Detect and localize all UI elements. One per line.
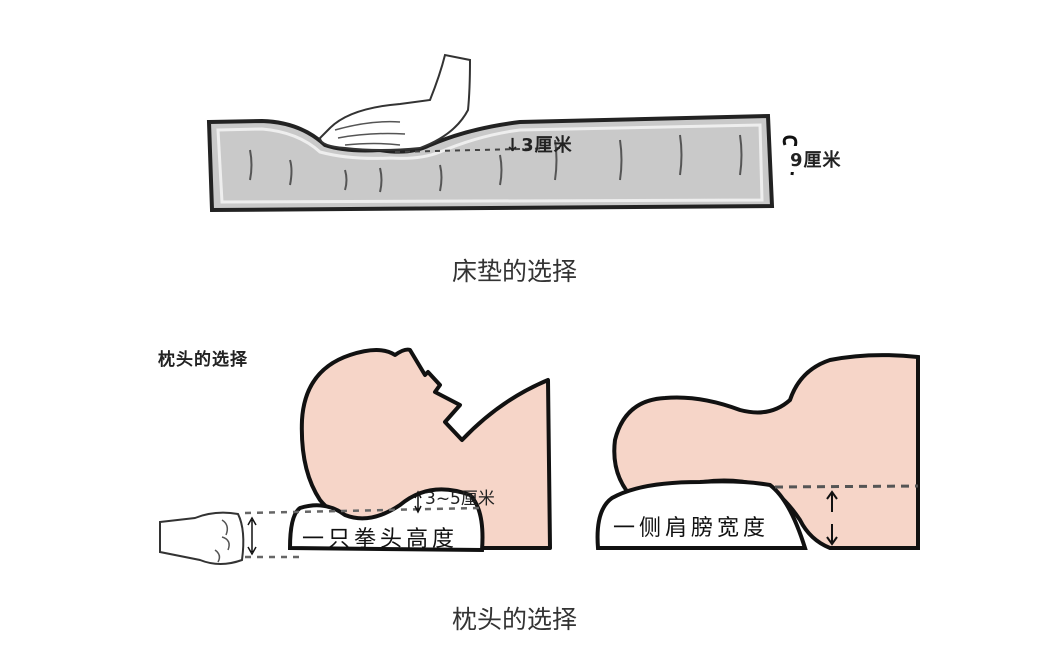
pillow-caption: 枕头的选择: [452, 605, 578, 634]
side-pillow-label: 一侧肩膀宽度: [613, 516, 770, 541]
back-sleeper-drawing: [159, 347, 552, 565]
back-gap-label: 3~5厘米: [425, 489, 495, 509]
pillow-corner-title: 枕头的选择: [158, 350, 248, 370]
mattress-drawing: [206, 53, 798, 213]
mattress-depression-label: ↓3厘米: [505, 135, 573, 156]
side-sleeper-drawing: [595, 353, 920, 550]
mattress-thickness-text: 9厘米: [790, 146, 842, 172]
back-pillow-label: 一只拳头高度: [302, 527, 459, 552]
mattress-caption: 床垫的选择: [452, 257, 578, 286]
